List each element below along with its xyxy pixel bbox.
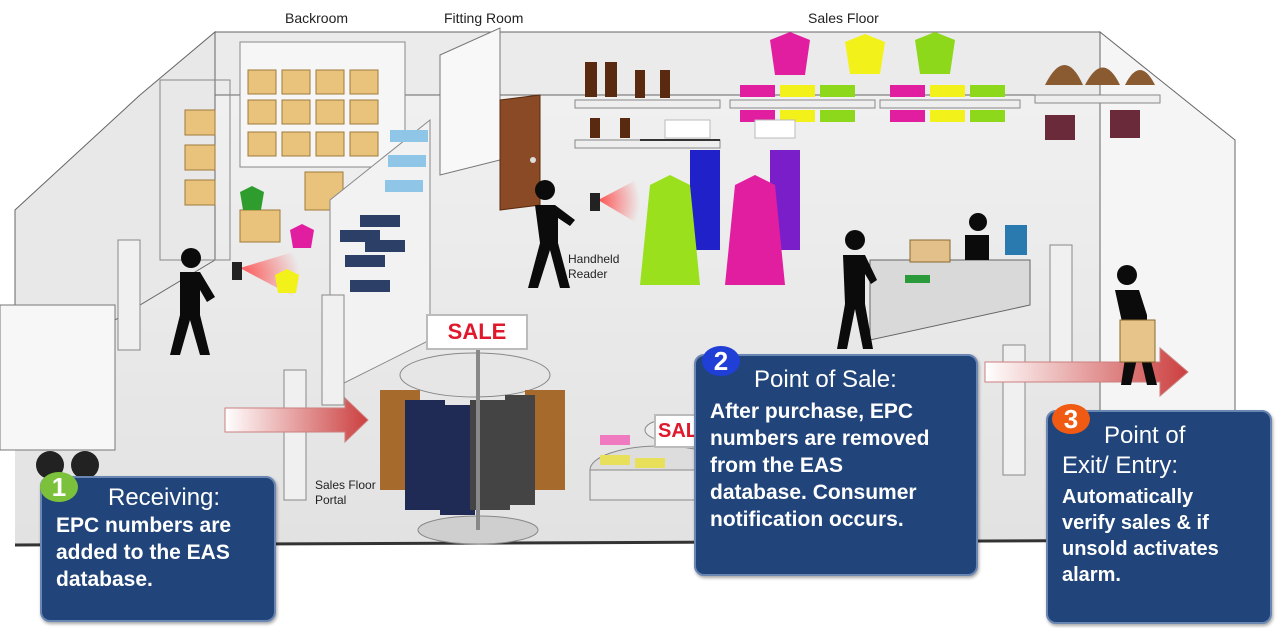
pos-body-line: database. Consumer xyxy=(710,481,917,504)
callout-exit-entry: Point of Exit/ Entry: Automatically veri… xyxy=(1046,410,1272,624)
receiving-body-line: database. xyxy=(56,568,153,591)
sale-sign-partial: SAL xyxy=(654,414,700,448)
pos-body-line: numbers are removed xyxy=(710,427,930,450)
callout-receiving-body: EPC numbers are added to the EAS databas… xyxy=(56,512,264,593)
callout-receiving-title: Receiving: xyxy=(108,484,221,511)
fitting-room-label: Fitting Room xyxy=(444,10,524,26)
handheld-label-line1: Handheld xyxy=(568,252,620,266)
pos-body-line: notification occurs. xyxy=(710,508,904,531)
sale-sign: SALE xyxy=(426,314,528,350)
pos-body-line: After purchase, EPC xyxy=(710,400,914,423)
exit-body-line: Automatically xyxy=(1062,486,1194,508)
sales-floor-label: Sales Floor xyxy=(808,10,879,26)
callout-exit-body: Automatically verify sales & if unsold a… xyxy=(1062,484,1260,588)
flow-arrows xyxy=(224,346,1189,444)
eas-pedestals xyxy=(117,239,1073,501)
fitting-room xyxy=(439,27,541,211)
callout-point-of-sale: Point of Sale: After purchase, EPC numbe… xyxy=(694,354,978,576)
step-3-badge: 3 xyxy=(1052,404,1090,434)
suit-rack xyxy=(380,340,565,545)
people-silhouettes xyxy=(170,180,1157,385)
exit-title-line: Point of xyxy=(1104,422,1186,449)
backroom-clothing xyxy=(240,186,314,293)
exit-body-line: alarm. xyxy=(1062,564,1121,586)
callout-receiving: Receiving: EPC numbers are added to the … xyxy=(40,476,276,622)
backroom-shelves xyxy=(159,41,406,261)
handheld-reader-label: Handheld Reader xyxy=(568,252,619,282)
step-1-badge: 1 xyxy=(40,472,78,502)
step-2-badge: 2 xyxy=(702,346,740,376)
callout-pos-body: After purchase, EPC numbers are removed … xyxy=(710,398,966,533)
delivery-truck xyxy=(0,304,116,479)
callout-exit-title: Point of xyxy=(1062,422,1260,450)
pos-body-line: from the EAS xyxy=(710,454,844,477)
sales-floor-portal-label: Sales Floor Portal xyxy=(315,478,376,508)
receiving-body-line: added to the EAS xyxy=(56,541,230,564)
receiving-body-line: EPC numbers are xyxy=(56,514,232,537)
portal-label-line2: Portal xyxy=(315,493,347,507)
backroom-label: Backroom xyxy=(285,10,349,26)
handheld-label-line2: Reader xyxy=(568,267,608,281)
portal-label-line1: Sales Floor xyxy=(315,478,376,492)
sales-floor-displays xyxy=(574,32,1161,285)
exit-title-line: Exit/ Entry: xyxy=(1062,452,1179,479)
callout-pos-title: Point of Sale: xyxy=(754,366,897,393)
shirt-shelf xyxy=(329,118,431,391)
exit-body-line: unsold activates xyxy=(1062,538,1219,560)
exit-body-line: verify sales & if xyxy=(1062,512,1209,534)
